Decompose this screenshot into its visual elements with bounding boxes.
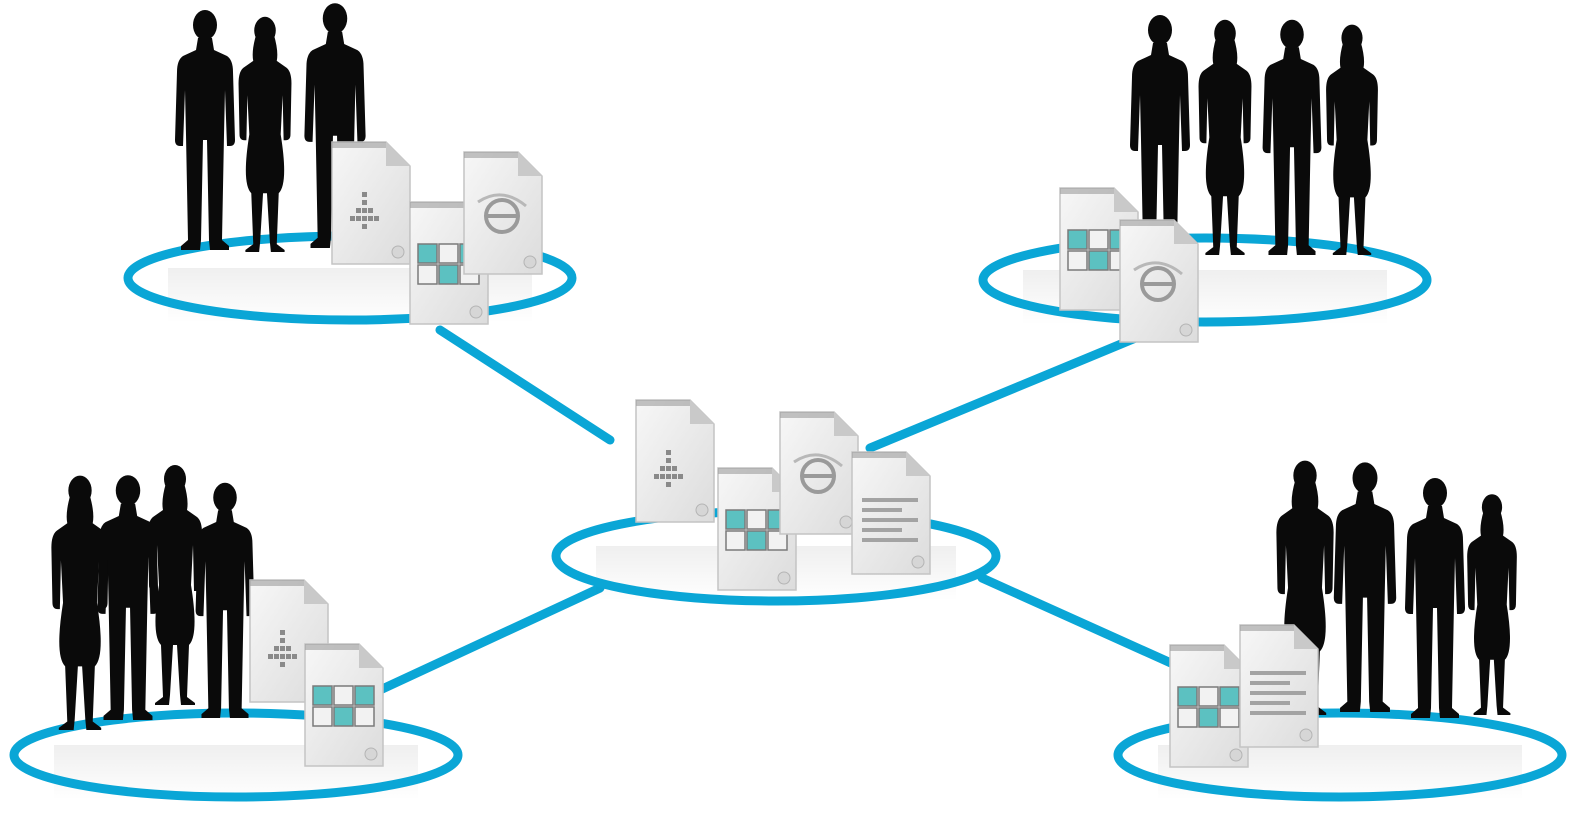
central-hub	[551, 399, 1001, 606]
man-silhouette-icon	[195, 482, 255, 718]
woman-silhouette-icon	[1326, 24, 1378, 255]
network-connectors	[375, 325, 1187, 695]
browser-document-icon	[463, 151, 543, 275]
woman-silhouette-icon	[238, 16, 292, 252]
connector-team-bottom-right	[977, 573, 1187, 673]
platform-ring	[1113, 708, 1567, 802]
timeline-document-icon	[331, 141, 411, 265]
platform-ring	[978, 233, 1432, 327]
spreadsheet-document-icon	[304, 643, 384, 767]
team-top-right	[978, 15, 1432, 343]
connector-team-top-left	[435, 325, 615, 445]
woman-silhouette-icon	[1198, 19, 1252, 255]
team-bottom-left	[9, 465, 463, 802]
man-silhouette-icon	[1130, 15, 1190, 255]
spreadsheet-document-icon	[1169, 644, 1249, 768]
woman-silhouette-icon	[148, 465, 202, 705]
man-silhouette-icon	[1333, 462, 1397, 712]
text-document-icon	[1239, 624, 1319, 748]
connector-team-bottom-left	[375, 583, 605, 695]
groups-layer	[9, 3, 1567, 802]
man-silhouette-icon	[1405, 478, 1465, 718]
browser-document-icon	[1119, 219, 1199, 343]
browser-document-icon	[779, 411, 859, 535]
man-silhouette-icon	[175, 10, 235, 250]
connector-team-top-right	[865, 325, 1160, 453]
team-bottom-right	[1113, 460, 1567, 802]
timeline-document-icon	[635, 399, 715, 523]
text-document-icon	[851, 451, 931, 575]
spreadsheet-document-icon	[1059, 187, 1139, 311]
man-silhouette-icon	[1262, 19, 1322, 255]
team-top-left	[123, 3, 577, 325]
woman-silhouette-icon	[1467, 494, 1517, 715]
